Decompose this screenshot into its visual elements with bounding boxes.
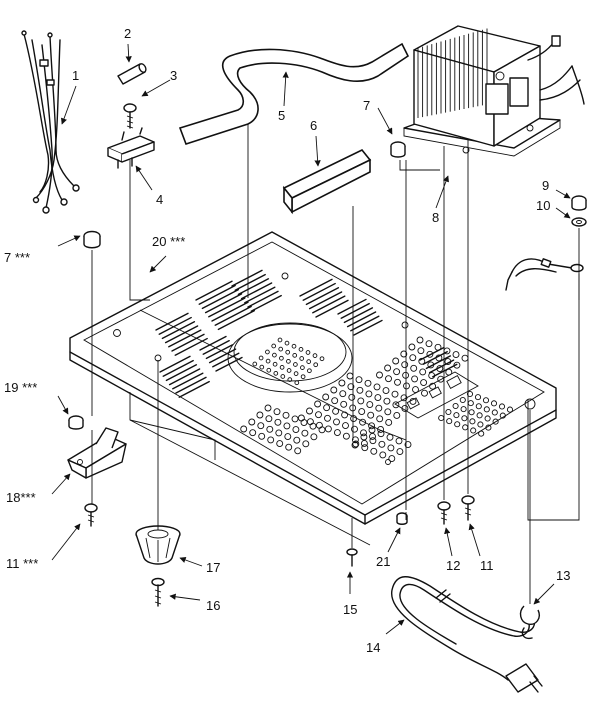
callout-21: 21	[376, 554, 390, 569]
nut-9	[571, 195, 587, 211]
callout-7: 7	[363, 98, 370, 113]
transformer	[403, 25, 585, 157]
callout-16: 16	[206, 598, 220, 613]
callout-1: 1	[72, 68, 79, 83]
nut-7-upper	[390, 141, 406, 158]
callout-9: 9	[542, 178, 549, 193]
foam-duct-5	[178, 42, 410, 145]
fuse	[117, 63, 147, 85]
base-plate	[69, 231, 557, 546]
callout-10: 10	[536, 198, 550, 213]
nut-19	[68, 415, 84, 430]
switch-bracket	[67, 427, 127, 479]
wire-harness	[21, 30, 80, 214]
fuse-holder	[107, 127, 155, 169]
foam-block-6	[282, 149, 372, 215]
callout-arrows	[51, 43, 571, 635]
callout-18: 18***	[6, 490, 36, 505]
screw-15	[346, 548, 358, 567]
callout-11-right: 11	[480, 558, 494, 573]
cord-clamp	[519, 605, 540, 640]
callout-4: 4	[156, 192, 163, 207]
nut-21	[396, 512, 408, 525]
nut-7-left	[83, 230, 101, 249]
ground-wire	[505, 258, 584, 291]
screw-11-left	[84, 503, 98, 527]
callout-14: 14	[366, 640, 380, 655]
callout-3: 3	[170, 68, 177, 83]
callout-7-left: 7 ***	[4, 250, 30, 265]
rubber-foot	[135, 525, 181, 565]
callout-15: 15	[343, 602, 357, 617]
callout-17: 17	[206, 560, 220, 575]
callout-19: 19 ***	[4, 380, 37, 395]
screw-16	[151, 577, 165, 607]
screw-11-right	[461, 495, 475, 521]
screw-12	[437, 501, 451, 525]
callout-12: 12	[446, 558, 460, 573]
screw-3	[123, 103, 137, 129]
callout-11-left: 11 ***	[6, 556, 38, 571]
callout-20: 20 ***	[152, 234, 185, 249]
power-cord	[391, 576, 543, 693]
callout-8: 8	[432, 210, 439, 225]
callout-5: 5	[278, 108, 285, 123]
callout-13: 13	[556, 568, 570, 583]
callout-6: 6	[310, 118, 317, 133]
callout-labels: 1 2 3 4 5 6 7 7 *** 8 9 10 20 *** 19 ***…	[4, 26, 570, 655]
washer-10	[571, 217, 587, 227]
callout-2: 2	[124, 26, 131, 41]
perforation-grid	[240, 336, 514, 463]
alignment-lines	[91, 124, 580, 604]
